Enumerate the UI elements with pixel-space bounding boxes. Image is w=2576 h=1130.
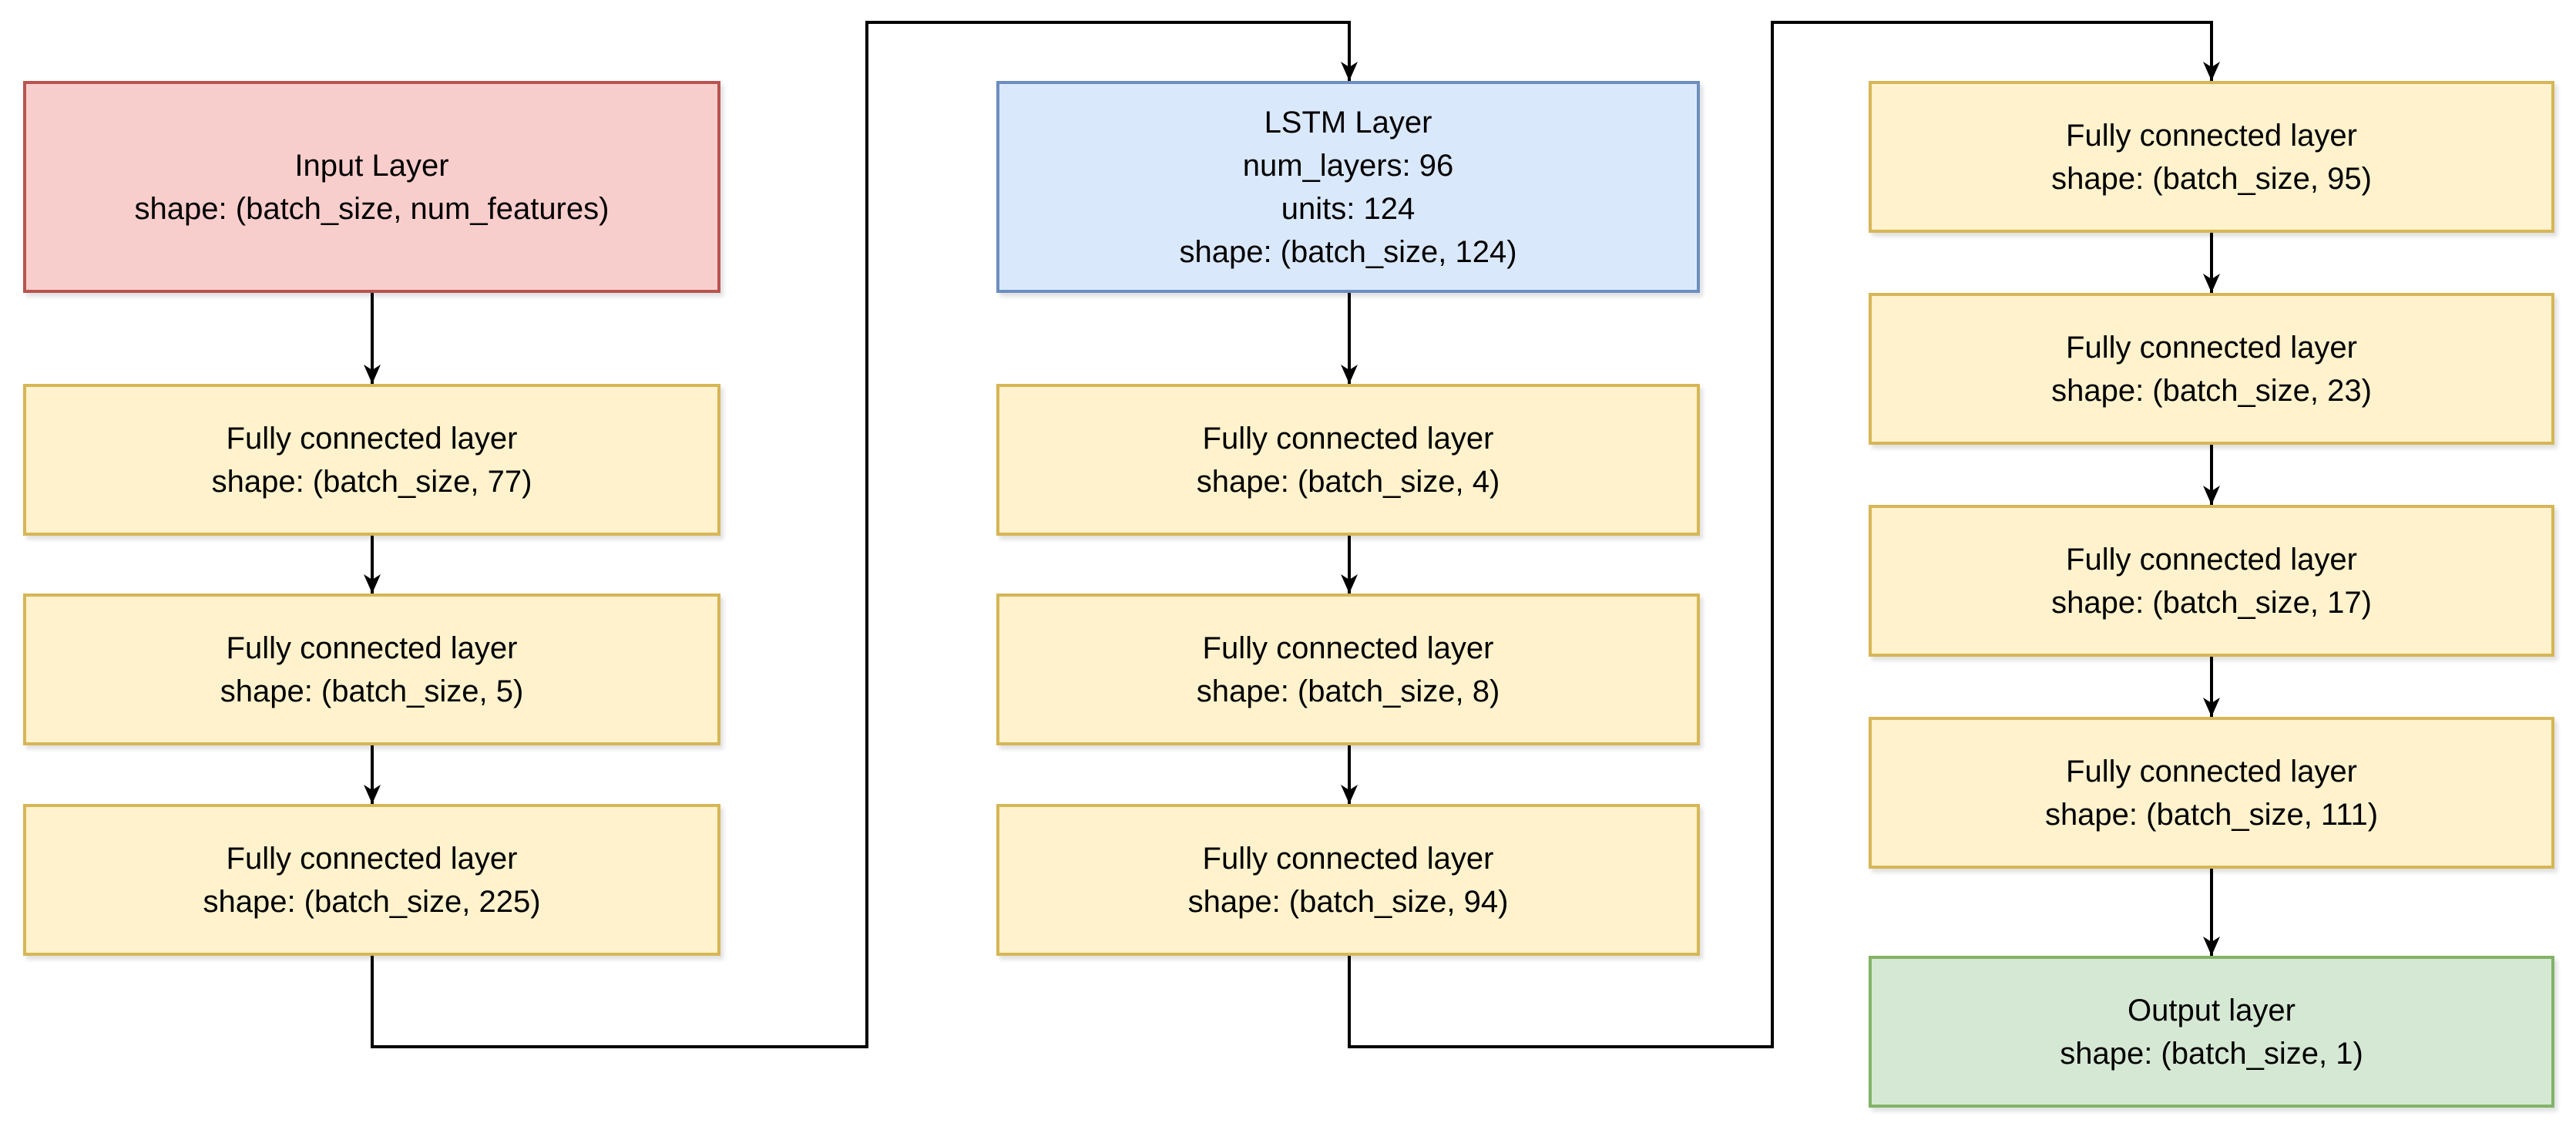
node-title: Fully connected layer	[226, 421, 518, 456]
node-shape-label: shape: (batch_size, 111)	[2044, 797, 2379, 832]
node-shape-label: shape: (batch_size, 95)	[2051, 161, 2372, 196]
node-fc-77: Fully connected layer shape: (batch_size…	[23, 384, 720, 536]
node-shape-label: shape: (batch_size, 124)	[1179, 234, 1517, 269]
node-shape-label: shape: (batch_size, 1)	[2060, 1036, 2363, 1071]
node-title: Fully connected layer	[226, 841, 518, 876]
node-shape-label: shape: (batch_size, num_features)	[134, 191, 610, 226]
node-title: Fully connected layer	[1202, 421, 1494, 456]
connector-fc225-to-lstm	[371, 21, 1358, 1048]
node-shape-label: shape: (batch_size, 23)	[2051, 373, 2372, 408]
connector-fc94-to-fc95	[1348, 21, 2220, 1048]
node-fc-5: Fully connected layer shape: (batch_size…	[23, 594, 720, 745]
node-title: Fully connected layer	[1202, 631, 1494, 665]
node-title: Fully connected layer	[226, 631, 518, 665]
node-title: Output layer	[2128, 993, 2296, 1027]
node-shape-label: shape: (batch_size, 17)	[2051, 585, 2372, 620]
node-title: Fully connected layer	[2066, 118, 2357, 153]
node-fc-111: Fully connected layer shape: (batch_size…	[1869, 717, 2554, 869]
node-title: Fully connected layer	[2066, 754, 2357, 789]
node-shape-label: shape: (batch_size, 225)	[203, 884, 541, 919]
node-title: Fully connected layer	[2066, 542, 2357, 577]
node-title: Fully connected layer	[2066, 330, 2357, 365]
node-fc-225: Fully connected layer shape: (batch_size…	[23, 804, 720, 956]
node-input-layer: Input Layer shape: (batch_size, num_feat…	[23, 81, 720, 293]
node-fc-23: Fully connected layer shape: (batch_size…	[1869, 293, 2554, 445]
node-fc-4: Fully connected layer shape: (batch_size…	[996, 384, 1700, 536]
node-title: Fully connected layer	[1202, 841, 1494, 876]
node-title: LSTM Layer	[1264, 105, 1432, 140]
node-shape-label: shape: (batch_size, 8)	[1196, 674, 1500, 708]
node-fc-94: Fully connected layer shape: (batch_size…	[996, 804, 1700, 956]
node-units: units: 124	[1281, 191, 1416, 226]
node-output-layer: Output layer shape: (batch_size, 1)	[1869, 956, 2554, 1108]
node-shape-label: shape: (batch_size, 94)	[1187, 884, 1509, 919]
node-fc-95: Fully connected layer shape: (batch_size…	[1869, 81, 2554, 233]
node-fc-8: Fully connected layer shape: (batch_size…	[996, 594, 1700, 745]
node-shape-label: shape: (batch_size, 5)	[220, 674, 524, 708]
node-shape-label: shape: (batch_size, 77)	[211, 464, 532, 499]
node-fc-17: Fully connected layer shape: (batch_size…	[1869, 505, 2554, 657]
node-num-layers: num_layers: 96	[1242, 148, 1454, 183]
node-lstm-layer: LSTM Layer num_layers: 96 units: 124 sha…	[996, 81, 1700, 293]
node-shape-label: shape: (batch_size, 4)	[1196, 464, 1500, 499]
node-title: Input Layer	[294, 148, 449, 183]
